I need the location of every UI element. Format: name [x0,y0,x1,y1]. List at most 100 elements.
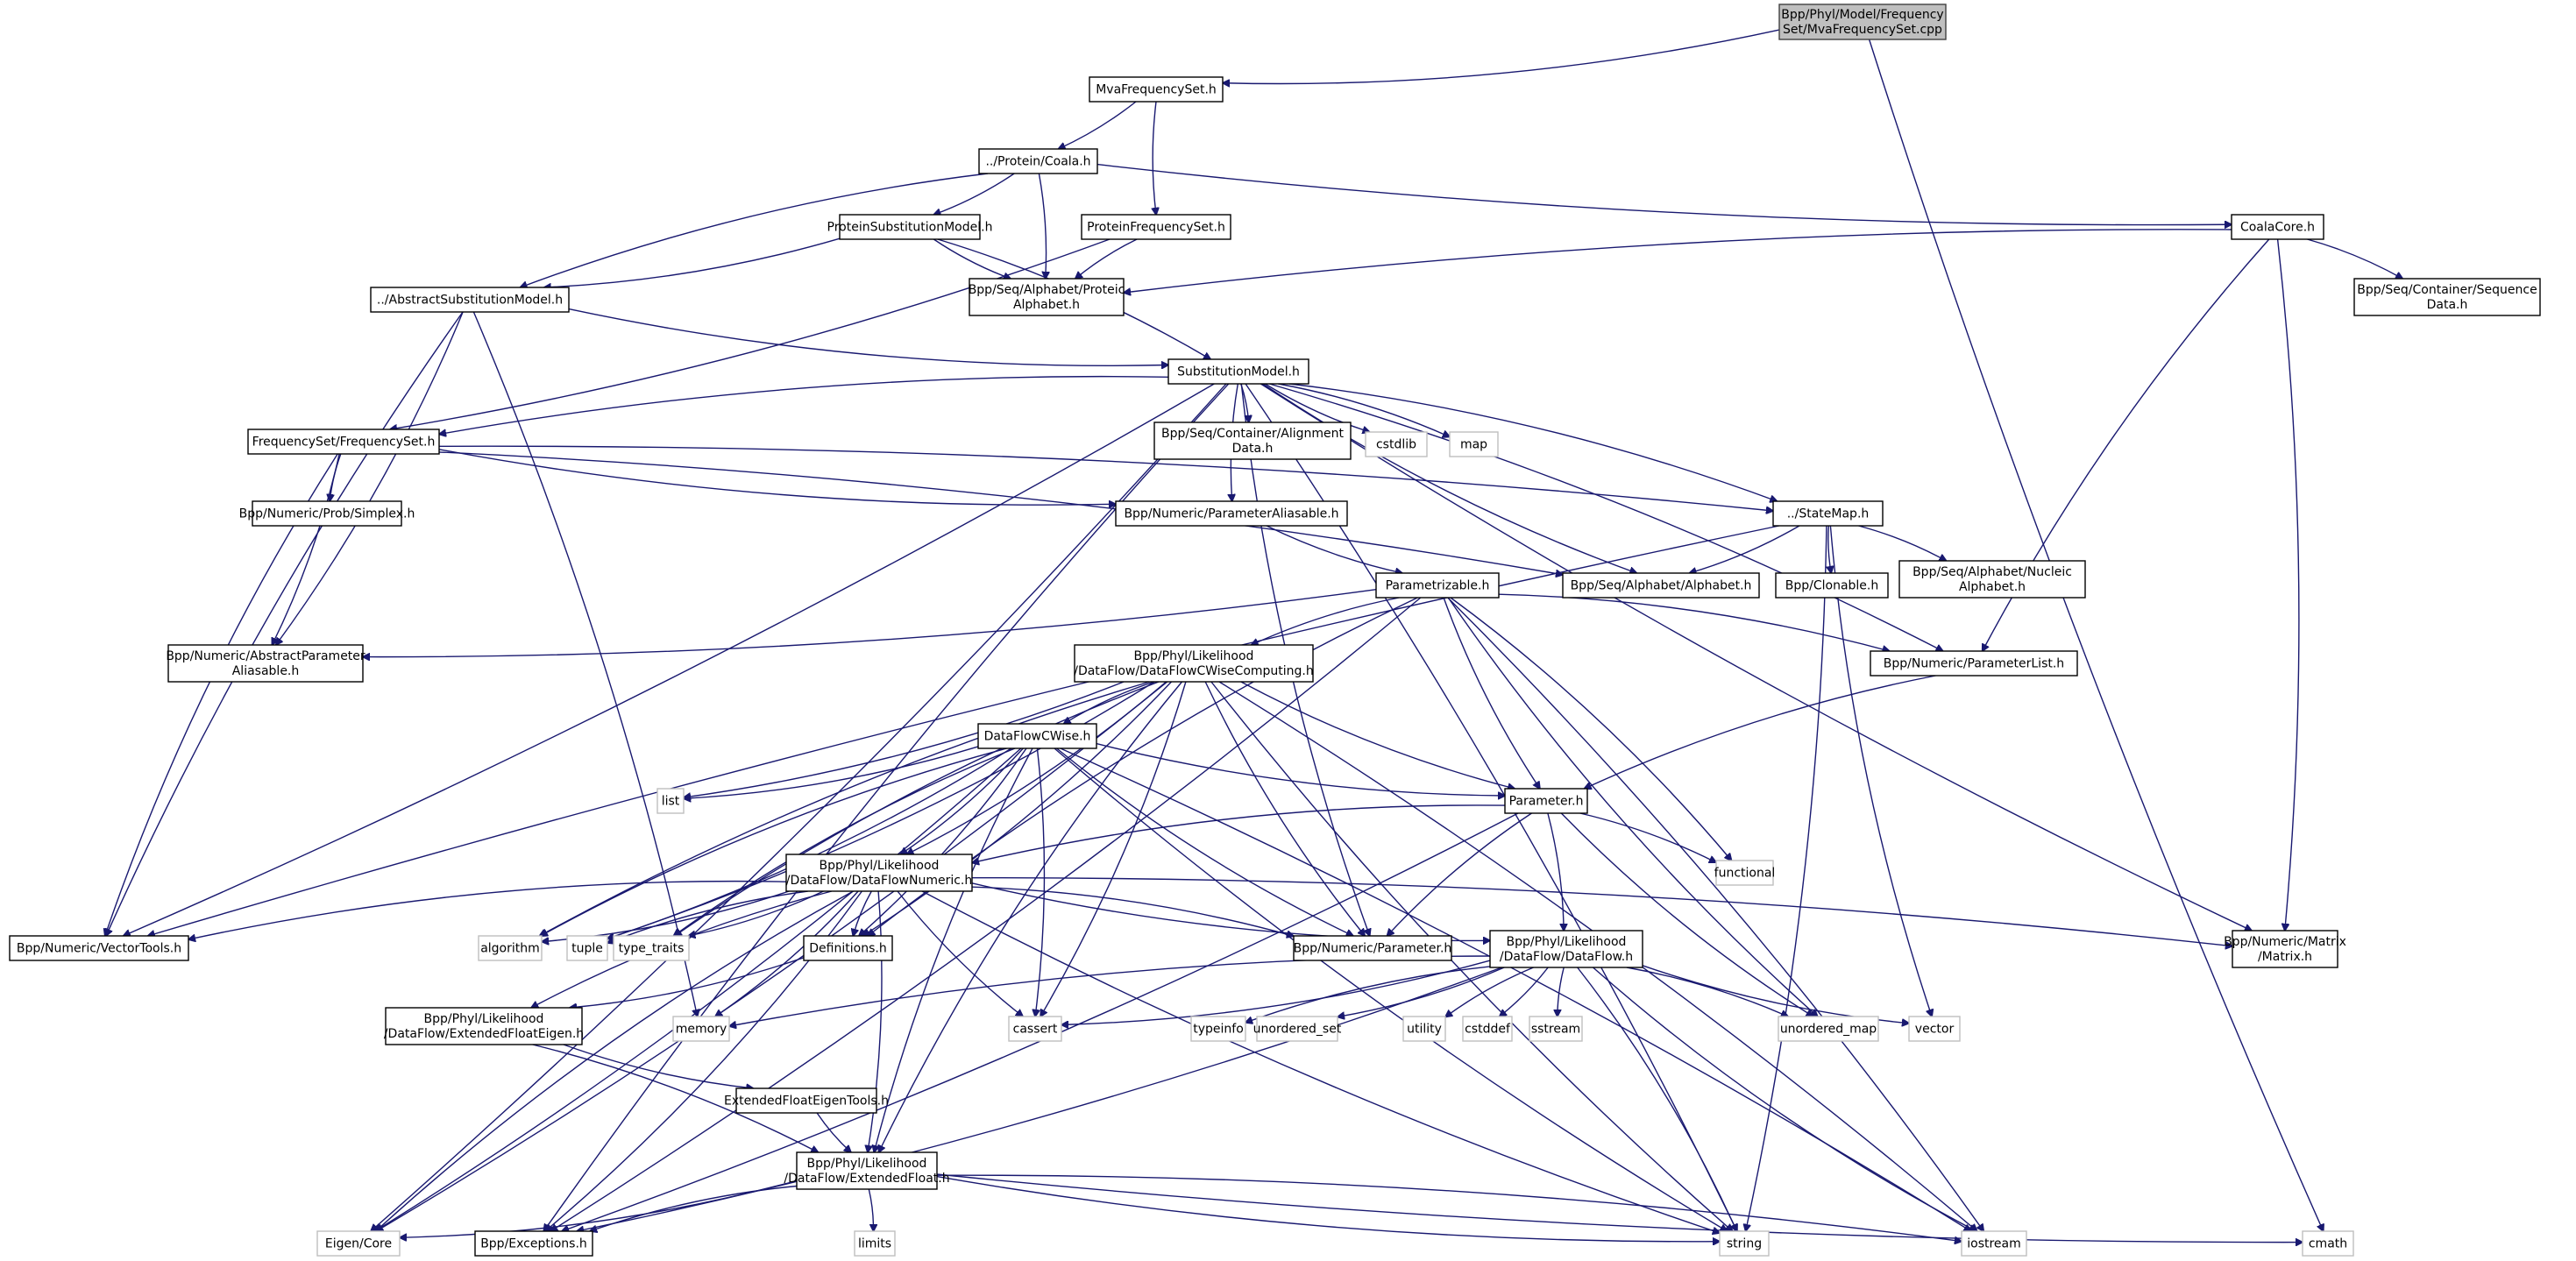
node-box [2353,278,2541,316]
node-box [1115,500,1348,527]
node-label: Alphabet.h [1013,298,1080,312]
header-file-node[interactable]: MvaFrequencySet.h [1089,76,1224,103]
header-file-node[interactable]: Bpp/Clonable.h [1775,572,1889,599]
header-file-node[interactable]: Bpp/Numeric/ParameterList.h [1870,650,2078,677]
edge-definitions-to-efeigen [570,957,805,1008]
header-file-node[interactable]: Bpp/Exceptions.h [474,1230,593,1257]
edge-parametrizable-to-unordered_map [1447,597,1817,1017]
system-header-node: iostream [1961,1230,2027,1257]
system-header-node: utility [1402,1016,1446,1042]
node-label: map [1460,438,1487,452]
node-label: cmath [2309,1237,2347,1251]
node-label: DataFlowCWise.h [984,730,1091,744]
edge-dfnumeric-to-matrix [971,876,2232,946]
node-label: algorithm [480,942,540,956]
node-box [1190,1016,1246,1042]
header-file-node[interactable]: ../AbstractSubstitutionModel.h [370,287,570,313]
node-box [2232,930,2338,968]
edge-protsub-to-abssub [544,237,841,287]
node-label: Bpp/Numeric/Parameter.h [1294,942,1452,956]
edge-dfcwise-to-typetraits [674,747,1016,936]
header-file-node[interactable]: ProteinSubstitutionModel.h [827,214,993,240]
header-file-node[interactable]: SubstitutionModel.h [1167,358,1309,385]
node-label: Bpp/Exceptions.h [480,1237,587,1251]
node-box [1504,788,1588,814]
edge-submodel-to-freqset [439,375,1169,435]
node-box [1775,572,1889,599]
node-box [9,935,189,961]
header-file-node[interactable]: Bpp/Phyl/Likelihood/DataFlow/ExtendedFlo… [784,1151,950,1190]
header-file-node[interactable]: Bpp/Numeric/ParameterAliasable.h [1115,500,1348,527]
node-label: Eigen/Core [325,1237,392,1251]
edge-mva-to-coala [1059,101,1137,149]
header-file-node[interactable]: Bpp/Phyl/Likelihood/DataFlow/DataFlowCWi… [1074,644,1314,683]
node-box [1562,572,1760,599]
node-box [2302,1230,2354,1257]
node-label: ProteinFrequencySet.h [1087,221,1225,235]
node-box [1898,560,2086,599]
header-file-node[interactable]: Definitions.h [803,935,893,961]
header-file-node[interactable]: Bpp/Numeric/Prob/Simplex.h [239,500,415,527]
edge-dfcwc-to-dfcwise [1064,681,1155,724]
node-label: /DataFlow/DataFlowNumeric.h [786,874,972,888]
node-label: ../AbstractSubstitutionModel.h [377,294,563,308]
edges-layer [105,29,2402,1243]
node-box [478,935,543,961]
node-box [1089,76,1224,103]
nodes-layer: Bpp/Phyl/Model/FrequencySet/MvaFrequency… [9,4,2541,1257]
edge-parametrizable-to-dfcwc [1252,597,1400,645]
header-file-node[interactable]: DataFlowCWise.h [977,723,1097,749]
header-file-node[interactable]: Parametrizable.h [1375,572,1500,599]
edge-freqset-to-simplex [330,453,342,501]
edge-dfnumeric-to-vectortools [188,880,787,939]
node-box [2231,214,2324,240]
header-file-node[interactable]: Bpp/Phyl/Likelihood/DataFlow/DataFlowNum… [785,854,973,892]
node-label: /Matrix.h [2258,950,2312,964]
node-label: Bpp/Numeric/AbstractParameter [166,649,365,663]
header-file-node[interactable]: Bpp/Numeric/Parameter.h [1293,935,1452,961]
edge-dataflow-to-utility [1445,967,1534,1017]
root-file-node[interactable]: Bpp/Phyl/Model/FrequencySet/MvaFrequency… [1778,4,1947,40]
header-file-node[interactable]: FrequencySet/FrequencySet.h [247,429,440,455]
header-file-node[interactable]: ExtendedFloatEigenTools.h [724,1087,889,1114]
edge-extfloat-to-cmath [936,1173,2303,1243]
edge-dfnumeric-to-cassert [897,890,1023,1017]
edge-abssub-to-absparamalias [276,311,464,645]
header-file-node[interactable]: Bpp/Numeric/Matrix/Matrix.h [2224,930,2346,968]
node-label: Bpp/Seq/Container/Sequence [2357,283,2537,297]
node-label: functional [1714,867,1776,881]
edge-submodel-to-cstdlib [1265,383,1369,432]
node-label: Bpp/Numeric/Prob/Simplex.h [239,507,415,521]
header-file-node[interactable]: CoalaCore.h [2231,214,2324,240]
edge-dfnumeric-to-numparam [971,886,1294,936]
node-label: vector [1915,1023,1955,1037]
header-file-node[interactable]: Bpp/Seq/Alphabet/Alphabet.h [1562,572,1760,599]
header-file-node[interactable]: Bpp/Phyl/Likelihood/DataFlow/DataFlow.h [1489,930,1643,968]
edge-dfcwise-to-dfnumeric [900,747,1024,854]
header-file-node[interactable]: ../Protein/Coala.h [978,148,1098,174]
edge-statemap-to-vectortools [148,525,1779,936]
edge-dataflow-to-iostream [1593,967,1976,1231]
edge-protfreq-to-freqset [390,238,1111,429]
edge-coala-to-coalacore [1096,163,2232,225]
header-file-node[interactable]: Bpp/Numeric/VectorTools.h [9,935,189,961]
edge-efeigen-to-extfloat [532,1044,819,1152]
header-file-node[interactable]: Parameter.h [1504,788,1588,814]
edge-dfcwise-to-iostream [1060,747,1971,1231]
edge-dfcwise-to-extfloat [874,747,1033,1152]
system-header-node: sstream [1529,1016,1583,1042]
system-header-node: unordered_set [1253,1016,1342,1042]
node-box [1489,930,1643,968]
node-label: Bpp/Seq/Alphabet/Proteic [969,283,1125,297]
header-file-node[interactable]: ../StateMap.h [1772,500,1884,527]
header-file-node[interactable]: ProteinFrequencySet.h [1081,214,1231,240]
edge-freqset-to-statemap [438,445,1773,511]
edge-submodel-to-paramlist [1269,383,1942,651]
header-file-node[interactable]: Bpp/Phyl/Likelihood/DataFlow/ExtendedFlo… [384,1007,584,1045]
system-header-node: list [656,788,685,814]
